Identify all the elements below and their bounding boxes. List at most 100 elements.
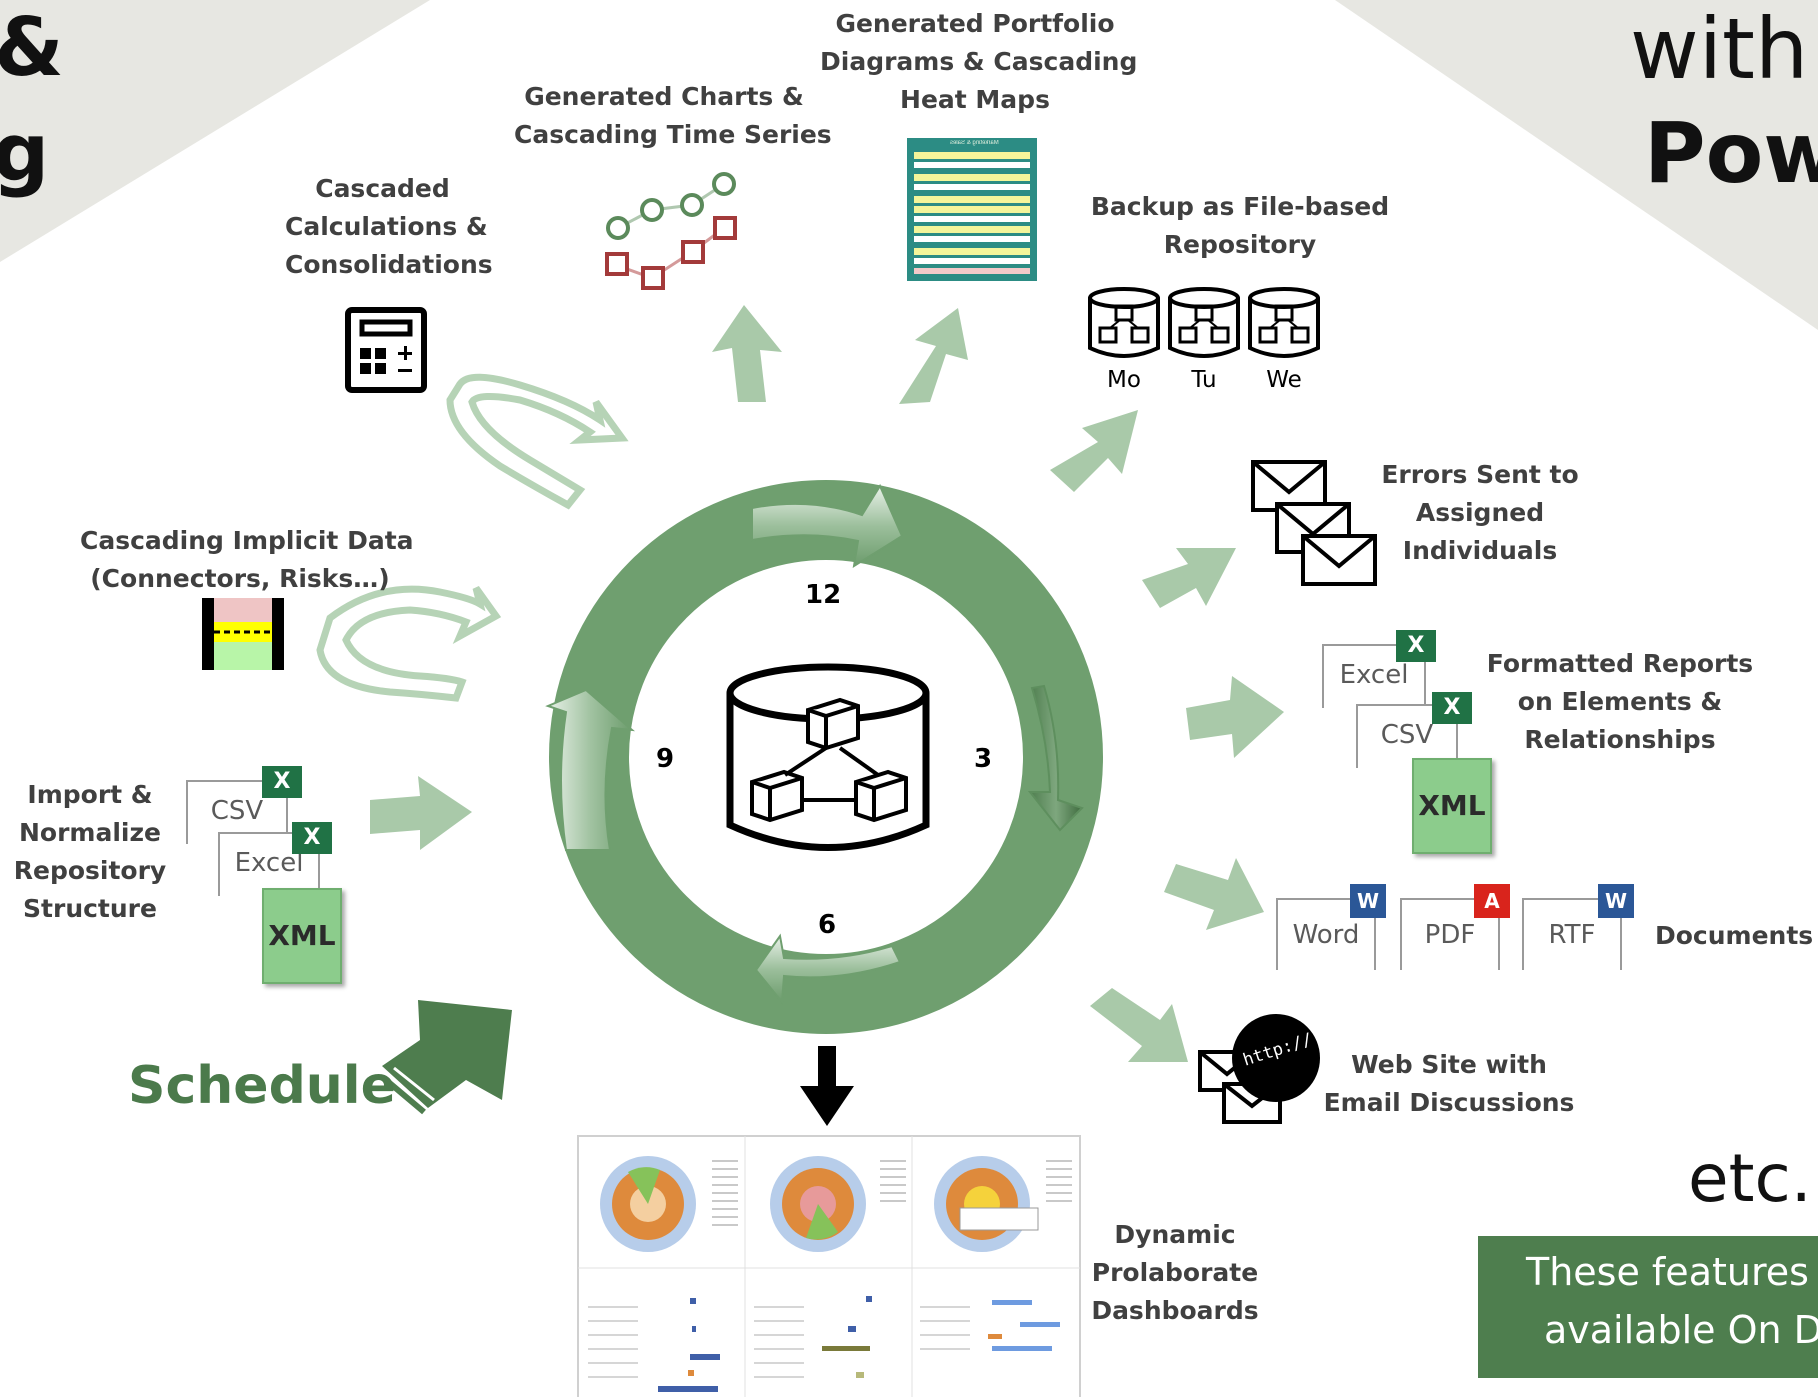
arrow-charts (712, 305, 782, 402)
arrow-backup (1050, 410, 1138, 492)
label-reports-line3: Relationships (1524, 725, 1716, 754)
schedule-label: Schedule (128, 1056, 396, 1116)
label-portfolio-line1: Generated Portfolio (835, 9, 1115, 38)
label-website: Web Site with Email Discussions (1314, 1046, 1584, 1122)
label-backup-line1: Backup as File-based (1090, 192, 1390, 221)
ring-arrow-bottom (754, 933, 902, 1005)
label-dashboards: Dynamic Prolaborate Dashboards (1080, 1216, 1270, 1330)
banner-line1: These features (1526, 1250, 1809, 1294)
curved-arrow-calc (446, 373, 629, 510)
excel-file-label-left: Excel (234, 848, 304, 878)
label-errors: Errors Sent to Assigned Individuals (1375, 456, 1585, 570)
website-icon (1198, 1014, 1320, 1124)
repository-icon (726, 663, 930, 851)
xml-file-icon-left: XML (262, 888, 342, 984)
backup-cylinder-we (1248, 287, 1320, 358)
rtf-doc-label: RTF (1548, 920, 1596, 950)
label-calculations-line2: Calculations & (285, 212, 488, 241)
backup-day-we: We (1266, 367, 1302, 393)
backup-day-tu: Tu (1191, 367, 1217, 393)
arrow-reports (1186, 676, 1284, 758)
ring-label-12: 12 (805, 580, 842, 610)
excel-file-label-right: Excel (1339, 660, 1409, 690)
label-implicit-data: Cascading Implicit Data (Connectors, Ris… (80, 522, 414, 598)
label-portfolio-line2: Diagrams & Cascading (820, 47, 1138, 76)
corner-left-text-2: g (0, 106, 50, 199)
label-reports: Formatted Reports on Elements & Relation… (1480, 645, 1760, 759)
backup-day-mo: Mo (1107, 367, 1141, 393)
down-arrow (800, 1046, 854, 1126)
arrow-portfolio (899, 308, 968, 404)
csv-file-label-left: CSV (210, 796, 264, 826)
ring-arrow-top (751, 483, 904, 569)
label-reports-line1: Formatted Reports (1486, 649, 1754, 678)
label-website-line2: Email Discussions (1323, 1088, 1575, 1117)
label-import-line2: Normalize (19, 818, 161, 847)
ring-arrow-right (1027, 684, 1084, 832)
curved-arrow-implicit (316, 585, 502, 702)
word-badge-icon: W (1350, 884, 1386, 918)
label-import-line4: Structure (23, 894, 157, 923)
label-errors-line3: Individuals (1402, 536, 1558, 565)
label-backup: Backup as File-based Repository (1090, 188, 1390, 264)
csv-file-label-right: CSV (1380, 720, 1434, 750)
arrow-website (1090, 988, 1188, 1062)
chart-icon (605, 172, 737, 290)
backup-cylinders (1088, 287, 1320, 358)
label-calculations-line3: Consolidations (285, 250, 493, 279)
arrow-import (370, 776, 472, 850)
pdf-badge-icon: A (1474, 884, 1510, 918)
arrow-documents (1164, 858, 1264, 930)
schedule-arrow (382, 1000, 512, 1115)
label-documents: Documents (1655, 921, 1814, 950)
label-website-line1: Web Site with (1351, 1050, 1547, 1079)
label-dashboards-line2: Prolaborate (1091, 1258, 1259, 1287)
etc-label: etc. (1688, 1140, 1812, 1217)
dashboard-preview (577, 1135, 1081, 1397)
label-import-line3: Repository (13, 856, 167, 885)
backup-cylinder-tu (1168, 287, 1240, 358)
label-calculations: Cascaded Calculations & Consolidations (285, 170, 493, 284)
backup-cylinder-mo (1088, 287, 1160, 358)
label-dashboards-line1: Dynamic (1114, 1220, 1236, 1249)
label-portfolio-line3: Heat Maps (900, 85, 1050, 114)
label-import: Import & Normalize Repository Structure (2, 776, 178, 928)
label-reports-line2: on Elements & (1517, 687, 1723, 716)
label-import-line1: Import & (27, 780, 153, 809)
implicit-data-icon (202, 598, 284, 670)
ring-label-6: 6 (818, 910, 837, 940)
label-charts: Generated Charts & Cascading Time Series (514, 78, 832, 154)
excel-badge-icon: X (1396, 630, 1436, 662)
label-calculations-line1: Cascaded (315, 174, 450, 203)
label-charts-line1: Generated Charts & (524, 82, 804, 111)
xml-file-icon-right: XML (1412, 758, 1492, 854)
word-doc-label: Word (1292, 920, 1360, 950)
label-errors-line2: Assigned (1415, 498, 1545, 527)
label-implicit-line1: Cascading Implicit Data (80, 526, 414, 555)
heatmap-mini-title: Marketing & Sales (950, 140, 999, 146)
radial-arrows (370, 305, 1284, 1062)
excel-badge-icon: X (1432, 692, 1472, 724)
label-charts-line2: Cascading Time Series (514, 120, 832, 149)
portfolio-heatmap-icon (907, 138, 1037, 281)
corner-right-text-1: with (1630, 0, 1809, 98)
calculator-icon (345, 307, 427, 393)
excel-badge-icon: X (262, 766, 302, 798)
http-bubble (1232, 1014, 1320, 1102)
label-portfolio: Generated Portfolio Diagrams & Cascading… (820, 5, 1138, 119)
pdf-doc-label: PDF (1424, 920, 1476, 950)
label-implicit-line2: (Connectors, Risks…) (90, 564, 390, 593)
corner-left-text-1: & (0, 1, 64, 94)
corner-right-text-2: Pow (1644, 104, 1818, 202)
label-errors-line1: Errors Sent to (1381, 460, 1579, 489)
label-dashboards-line3: Dashboards (1091, 1296, 1259, 1325)
rtf-badge-icon: W (1598, 884, 1634, 918)
ring-arrow-left (545, 688, 636, 851)
excel-badge-icon: X (292, 822, 332, 854)
banner-line2: available On D (1544, 1308, 1818, 1352)
arrow-errors (1142, 548, 1236, 608)
envelope-icons (1251, 460, 1377, 586)
label-backup-line2: Repository (1163, 230, 1317, 259)
